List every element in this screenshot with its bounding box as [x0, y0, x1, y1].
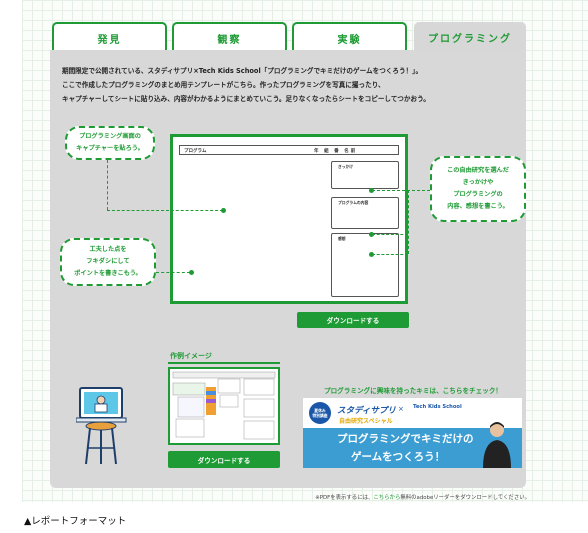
connector-dot: [369, 232, 374, 237]
connector: [372, 254, 408, 255]
banner-headline-1: プログラミングでキミだけの: [337, 433, 474, 445]
example-image: [168, 367, 280, 445]
banner-badge: 夏休み 特別講座: [309, 402, 331, 424]
callout-line: ポイントを書きこもう。: [74, 270, 142, 277]
banner-headline-2: ゲームをつくろう！: [351, 451, 446, 463]
computer-stool-illustration: [76, 387, 127, 465]
connector-dot: [369, 188, 374, 193]
example-divider: [168, 362, 280, 364]
description-line: ここで作成したプログラミングのまとめ用テンプレートがこちら。作ったプログラミング…: [62, 81, 385, 89]
connector: [107, 160, 108, 210]
banner-tks: Tech Kids School: [413, 404, 462, 410]
banner-header: [303, 398, 522, 428]
connector: [408, 190, 409, 254]
person-illustration: [483, 422, 511, 468]
template-box-label: 感想: [338, 236, 346, 241]
example-title: 作例イメージ: [170, 352, 212, 360]
template-box-label: きっかけ: [338, 164, 354, 169]
callout-line: フキダシにして: [86, 258, 130, 265]
figure-caption: ▲レポートフォーマット: [24, 516, 127, 527]
banner-special: 自由研究スペシャル: [339, 418, 393, 425]
connector-dot: [369, 252, 374, 257]
banner-cross: ×: [398, 405, 404, 413]
footnote: ※PDFを表示するには、こちらから無料のadobeリーダーをダウンロードしてくだ…: [190, 493, 530, 501]
connector-dot: [221, 208, 226, 213]
template-box-label: プログラムの内容: [338, 200, 369, 205]
adobe-link[interactable]: こちらから: [373, 495, 401, 501]
example-sheet-illustration: [172, 371, 276, 440]
download-example-button[interactable]: ダウンロードする: [168, 451, 280, 468]
callout-points: 工夫した点を フキダシにして ポイントを書きこもう。: [60, 238, 156, 286]
callout-capture: プログラミング画面の キャプチャーを貼ろう。: [65, 126, 155, 160]
callout-line: 内容、感想を書こう。: [447, 203, 509, 210]
template-header-meta: 年 組 番 名前: [314, 148, 358, 154]
tab-observation[interactable]: 観察: [172, 22, 287, 52]
tab-discovery[interactable]: 発見: [52, 22, 167, 52]
description-line: キャプチャーしてシートに貼り込み、内容がわかるようにまとめていこう。足りなくなっ…: [62, 95, 430, 103]
callout-line: プログラミング画面の: [79, 133, 141, 140]
callout-reason: この自由研究を選んだ きっかけや プログラミングの 内容、感想を書こう。: [430, 156, 526, 222]
promo-banner[interactable]: 夏休み 特別講座 スタディサプリ × Tech Kids School 自由研究…: [303, 398, 522, 468]
callout-line: 工夫した点を: [89, 246, 127, 253]
connector-dot: [189, 270, 194, 275]
footnote-suffix: 無料のadobeリーダーをダウンロードしてください。: [400, 495, 530, 501]
tab-bar: 発見 観察 実験 プログラミング: [52, 22, 526, 52]
template-box-content: プログラムの内容: [331, 197, 399, 229]
connector: [372, 234, 408, 235]
template-box-reason: きっかけ: [331, 161, 399, 189]
footnote-prefix: ※PDFを表示するには、: [315, 495, 374, 501]
template-box-impression: 感想: [331, 233, 399, 297]
promo-text: プログラミングに興味を持ったキミは、こちらをチェック！: [323, 387, 503, 395]
callout-line: キャプチャーを貼ろう。: [76, 145, 144, 152]
template-header: プログラム 年 組 番 名前: [179, 145, 399, 155]
tab-experiment[interactable]: 実験: [292, 22, 407, 52]
tab-programming[interactable]: プログラミング: [414, 22, 526, 52]
template-header-label: プログラム: [184, 148, 207, 154]
download-template-button[interactable]: ダウンロードする: [297, 312, 409, 328]
banner-brand: スタディサプリ: [337, 406, 396, 416]
callout-line: この自由研究を選んだ: [447, 167, 509, 174]
callout-line: プログラミングの: [453, 191, 503, 198]
report-template-preview: プログラム 年 組 番 名前 きっかけ プログラムの内容 感想: [170, 134, 408, 304]
connector: [156, 272, 190, 273]
description: 期間限定で公開されている、スタディサプリ×Tech Kids School「プロ…: [62, 64, 522, 106]
callout-line: きっかけや: [462, 179, 494, 186]
description-line: 期間限定で公開されている、スタディサプリ×Tech Kids School「プロ…: [62, 67, 423, 75]
connector: [107, 210, 223, 211]
badge-line: 夏休み: [314, 408, 326, 413]
connector: [372, 190, 430, 191]
badge-line: 特別講座: [312, 413, 328, 418]
